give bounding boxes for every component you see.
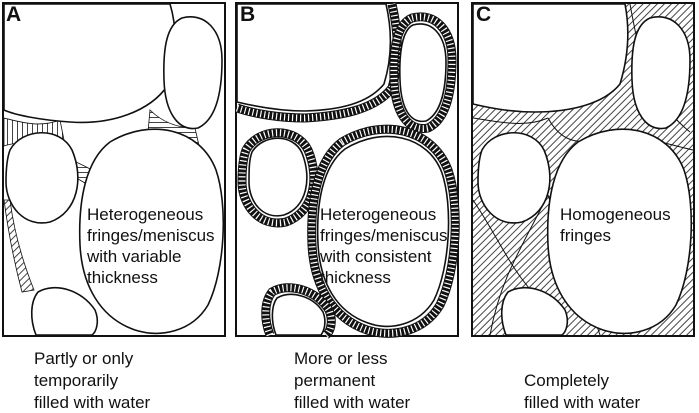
panel-c-grain-topright [631, 16, 691, 130]
panel-b-fringes [235, 2, 460, 339]
panel-c-caption-line: filled with water [524, 393, 641, 412]
panel-b-inner-line: thickness [320, 268, 391, 287]
panel-a-grain-left [5, 131, 79, 224]
panel-a-letter: A [6, 3, 21, 26]
panel-b-caption-line: filled with water [294, 393, 411, 412]
panel-a-grain-big [78, 128, 225, 335]
panel-c-inner-line: fringes [560, 226, 611, 245]
panel-b-inner-text: Heterogeneous fringes/meniscus with cons… [319, 205, 448, 287]
panel-c-caption-line: Completely [524, 371, 610, 390]
panel-a-caption: Partly or only temporarily filled with w… [34, 349, 151, 412]
panel-c-grain-top [472, 3, 629, 113]
panel-b-inner-line: fringes/meniscus [320, 226, 448, 245]
panel-c-inner-text: Homogeneous fringes [560, 205, 671, 245]
panel-b-grain-topright [399, 23, 447, 123]
panel-a-grain-bottom [30, 286, 99, 336]
panel-b-letter: B [240, 3, 255, 26]
panel-a-caption-line: temporarily [34, 371, 119, 390]
panel-b-caption-line: More or less [294, 349, 388, 368]
panel-c-grain-left [477, 131, 551, 224]
panel-c-caption: Completely filled with water [524, 371, 641, 412]
panel-a-inner-line: with variable [86, 247, 182, 266]
panel-a-inner-line: fringes/meniscus [87, 226, 215, 245]
panel-a-grain-topright [163, 16, 223, 130]
panel-b-caption: More or less permanent filled with water [294, 349, 411, 412]
panel-a-inner-line: thickness [87, 268, 158, 287]
panel-b-grain-bottom [271, 293, 326, 336]
panel-a: A Heterogeneous fringes/meniscus with va… [2, 2, 226, 412]
panel-a-inner-line: Heterogeneous [87, 205, 203, 224]
panel-b-caption-line: permanent [294, 371, 376, 390]
panel-c-grain-big [546, 128, 693, 335]
panel-b-grain-top [236, 3, 392, 112]
panel-b-inner-line: Heterogeneous [320, 205, 436, 224]
panel-c-letter: C [476, 3, 491, 26]
panel-a-caption-line: Partly or only [34, 349, 134, 368]
panel-b-grain-big [316, 135, 450, 328]
panel-b: B Heterogeneous fringes/meniscus with co… [235, 2, 460, 412]
panel-a-caption-line: filled with water [34, 393, 151, 412]
panel-b-inner-line: with consistent [319, 247, 432, 266]
panel-b-grain-left [248, 137, 308, 217]
panel-c-grain-bottom [500, 286, 569, 336]
panel-c: C Homogeneous fringes Completely filled … [471, 2, 695, 412]
panel-c-inner-line: Homogeneous [560, 205, 671, 224]
panel-a-inner-text: Heterogeneous fringes/meniscus with vari… [86, 205, 215, 287]
